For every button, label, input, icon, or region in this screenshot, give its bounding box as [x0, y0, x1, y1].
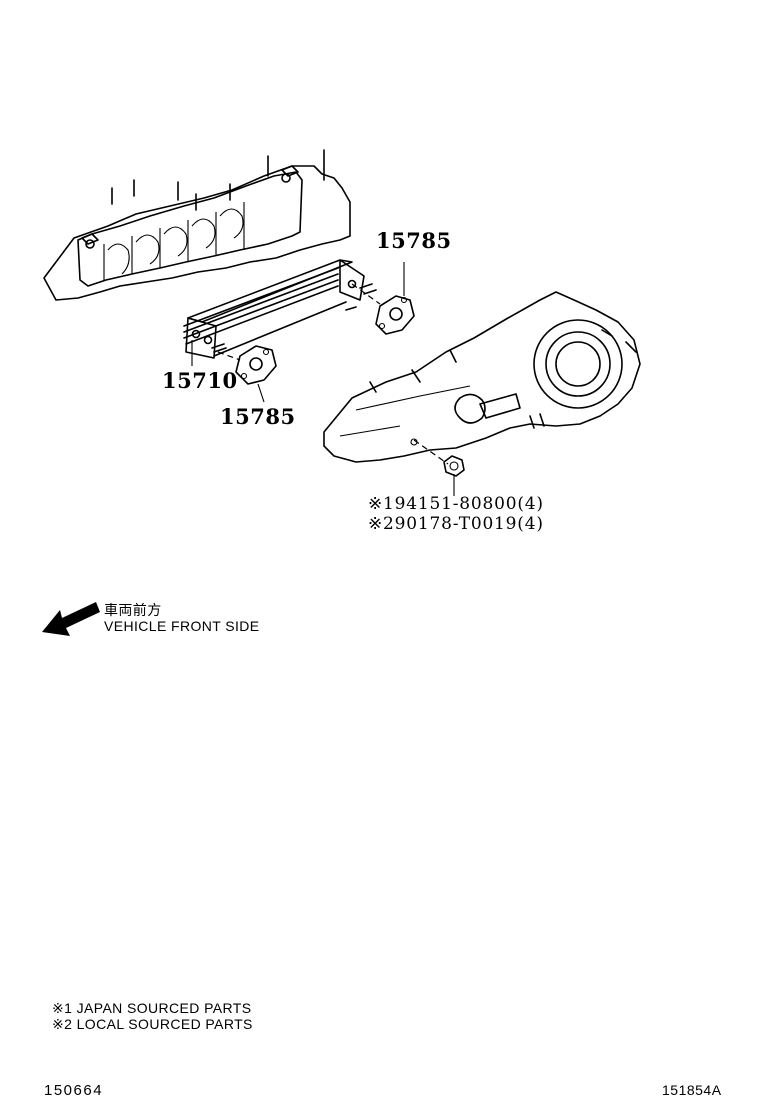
gasket-upper-illustration — [375, 295, 415, 335]
direction-label-jp: 車両前方 — [104, 602, 162, 618]
note-japan-sourced: ※1 JAPAN SOURCED PARTS — [52, 1000, 252, 1016]
callout-15785-lower[interactable]: 15785 — [220, 404, 296, 429]
bolt-part-2-marker: ※2 — [368, 514, 395, 534]
bolt-part-1-number: 94151-80800(4) — [394, 494, 544, 514]
bolt-part-1[interactable]: ※194151-80800(4) — [368, 494, 544, 514]
leader-lines — [191, 262, 455, 496]
engine-block-illustration — [43, 149, 351, 301]
note-local-sourced: ※2 LOCAL SOURCED PARTS — [52, 1016, 253, 1032]
bolt-part-1-marker: ※1 — [368, 494, 395, 514]
callout-15785-upper[interactable]: 15785 — [376, 228, 452, 253]
direction-label-en: VEHICLE FRONT SIDE — [104, 618, 260, 634]
vehicle-front-arrow-icon — [42, 602, 100, 636]
bolt-part-2[interactable]: ※290178-T0019(4) — [368, 514, 544, 534]
callout-15710[interactable]: 15710 — [162, 368, 238, 393]
housing-illustration — [323, 291, 641, 463]
bolt-illustration — [443, 455, 465, 477]
diagram-code-right: 151854A — [662, 1082, 722, 1098]
gasket-lower-illustration — [235, 345, 277, 385]
oil-cooler-illustration — [183, 259, 377, 359]
diagram-code-left: 150664 — [44, 1082, 104, 1099]
bolt-part-2-number: 90178-T0019(4) — [394, 514, 544, 534]
